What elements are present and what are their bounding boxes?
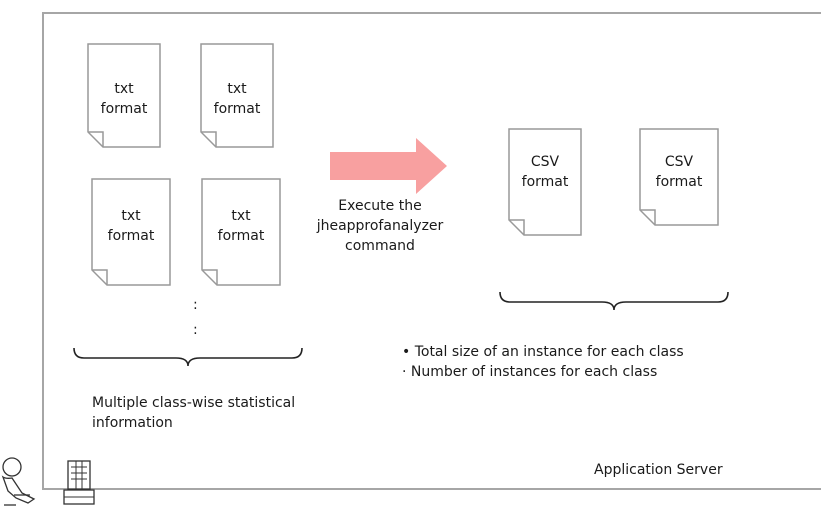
doc-label-line2: format (100, 101, 148, 117)
output-bullets: • Total size of an instance for each cla… (402, 342, 684, 382)
source-caption-line2: information (92, 415, 173, 431)
user-at-computer-icon (1, 457, 95, 506)
document-icon (91, 178, 171, 286)
doc-label-line1: txt (114, 81, 134, 97)
csv-format-document-1: CSV format (508, 128, 582, 236)
txt-format-document-2: txt format (200, 43, 274, 148)
doc-label-line2: format (107, 228, 155, 244)
csv-format-document-2: CSV format (639, 128, 719, 233)
doc-label-line1: txt (121, 208, 141, 224)
document-icon (87, 43, 161, 148)
doc-label-line1: CSV (530, 154, 560, 170)
application-server-label: Application Server (594, 462, 723, 478)
document-icon (508, 128, 582, 236)
txt-format-document-3: txt format (91, 178, 171, 286)
application-server-frame (42, 12, 821, 490)
ellipsis-1: : (193, 297, 198, 313)
txt-format-document-4: txt format (201, 178, 281, 286)
doc-label-line1: txt (231, 208, 251, 224)
document-icon (200, 43, 274, 148)
document-icon (639, 128, 719, 226)
arrow-caption-line3: command (345, 238, 415, 254)
doc-label-line2: format (213, 101, 261, 117)
bullet-total-size: • Total size of an instance for each cla… (402, 344, 684, 360)
doc-label-line1: CSV (664, 154, 694, 170)
conversion-arrow-icon (330, 138, 447, 194)
arrow-caption: Execute the jheapprofanalyzer command (300, 196, 460, 256)
doc-label-line2: format (217, 228, 265, 244)
ellipsis-2: : (193, 322, 198, 338)
source-caption: Multiple class-wise statistical informat… (92, 393, 295, 433)
document-icon (201, 178, 281, 286)
source-caption-line1: Multiple class-wise statistical (92, 395, 296, 411)
output-brace (499, 291, 729, 311)
bullet-instance-count: · Number of instances for each class (402, 364, 658, 380)
arrow-caption-line1: Execute the (338, 198, 422, 214)
arrow-caption-line2: jheapprofanalyzer (316, 218, 444, 234)
doc-label-line2: format (655, 174, 703, 190)
doc-label-line2: format (521, 174, 569, 190)
source-brace (73, 347, 303, 367)
txt-format-document-1: txt format (87, 43, 161, 148)
doc-label-line1: txt (227, 81, 247, 97)
